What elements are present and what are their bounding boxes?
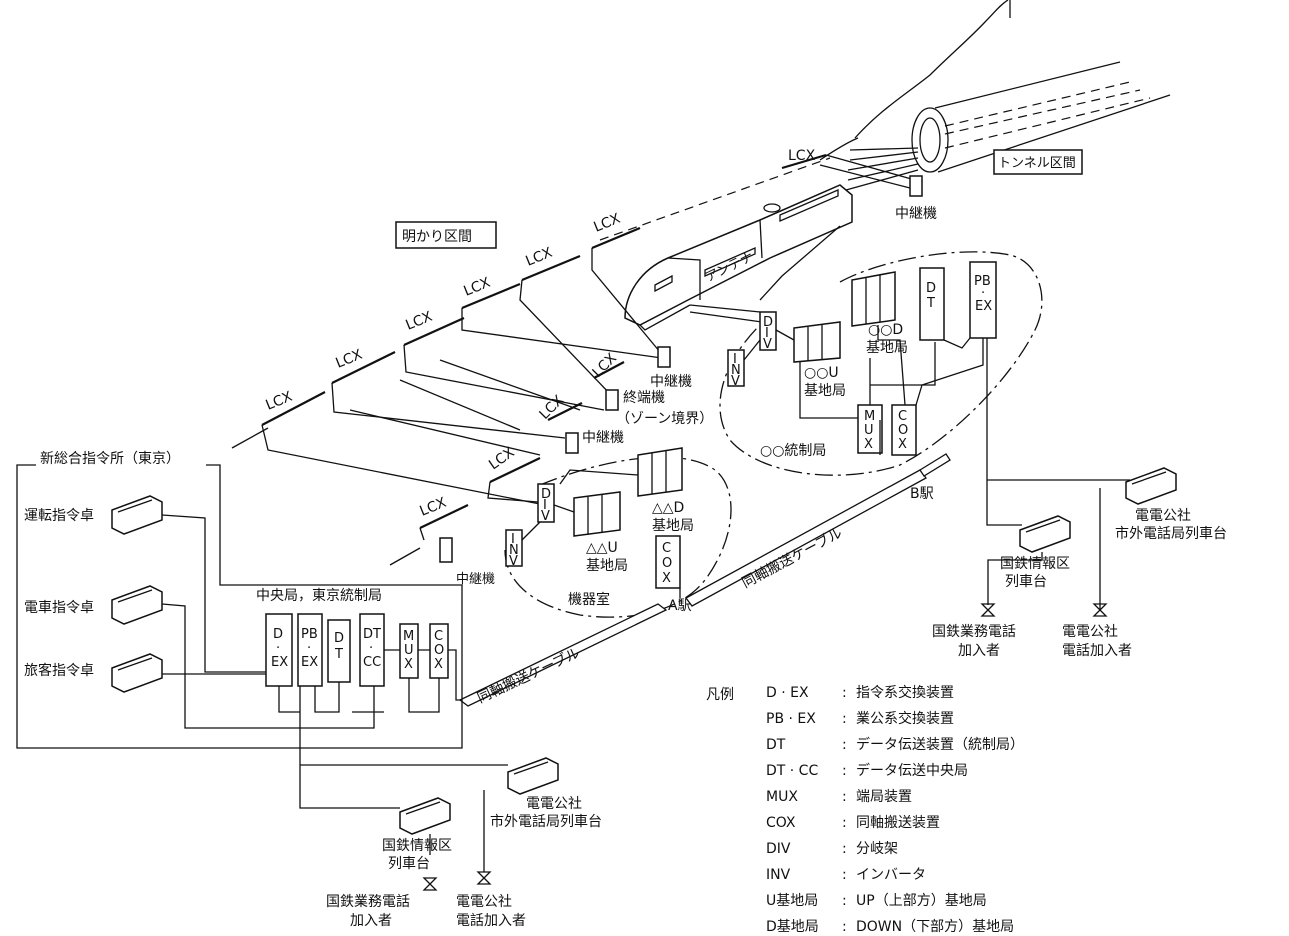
svg-text:X: X [434, 657, 443, 672]
svg-text:EX: EX [975, 299, 992, 314]
central-office-label: 中央局，東京統制局 [256, 588, 382, 604]
svg-text:CC: CC [363, 655, 381, 670]
open-section-label: 明かり区間 [402, 229, 472, 245]
svg-text:M: M [864, 409, 875, 424]
svg-text:LCX: LCX [592, 211, 624, 236]
repeater-label-1: 中継機 [650, 374, 692, 390]
jnr-sub-label-1: 国鉄業務電話 [326, 893, 410, 910]
station-b-label: B駅 [910, 486, 934, 502]
legend-item: D基地局:DOWN（下部方）基地局 [766, 916, 1014, 936]
ntt-board-label-b-1: 電電公社 [1135, 508, 1191, 524]
jnr-sub-label-2: 加入者 [350, 913, 392, 929]
jnr-board-label-b-2: 列車台 [1005, 573, 1047, 590]
legend-item: PB · EX:業公系交換装置 [766, 708, 954, 728]
base-aau-label: △△U [586, 540, 618, 556]
svg-text:M: M [403, 629, 414, 644]
jnr-sub-label-b-2: 加入者 [958, 643, 1000, 659]
ntt-sub-label-b-2: 電話加入者 [1062, 642, 1132, 659]
legend-item: MUX:端局装置 [766, 786, 912, 806]
base-aad-label: △△D [652, 500, 684, 516]
svg-text:·: · [276, 641, 280, 656]
svg-text:U: U [864, 423, 874, 438]
jnr-board-label-1: 国鉄情報区 [382, 838, 452, 854]
svg-text:LCX: LCX [404, 309, 436, 334]
legend-item: D · EX:指令系交換装置 [766, 682, 954, 702]
svg-text:V: V [763, 337, 772, 352]
svg-text:X: X [662, 571, 671, 586]
jnr-sub-label-b-1: 国鉄業務電話 [932, 623, 1016, 640]
base-oou-label: ○○U [804, 365, 839, 381]
svg-text:PB: PB [301, 627, 318, 642]
svg-text:X: X [404, 657, 413, 672]
svg-text:·: · [307, 641, 311, 656]
ntt-board-label-b-2: 市外電話局列車台 [1115, 525, 1227, 542]
svg-text:C: C [898, 409, 907, 424]
svg-text:D: D [334, 631, 344, 646]
base-aad-station: 基地局 [652, 517, 694, 534]
svg-text:O: O [662, 556, 672, 571]
coax-cable-label-2: 同軸搬送ケーブル [739, 524, 845, 591]
terminal-label: 終端機 [623, 390, 665, 406]
repeater-label-2: 中継機 [582, 430, 624, 446]
svg-text:T: T [926, 296, 935, 311]
control-station-b-label: ○○統制局 [760, 443, 826, 459]
base-oou-station: 基地局 [804, 382, 846, 399]
legend-item: INV:インバータ [766, 864, 926, 884]
ntt-board-label-1: 電電公社 [526, 796, 582, 812]
command-center-title: 新総合指令所（東京） [40, 451, 180, 467]
tunnel-section-label: トンネル区間 [998, 156, 1076, 171]
train-desk-label: 電車指令卓 [24, 599, 94, 616]
svg-text:V: V [541, 509, 550, 524]
svg-text:U: U [404, 643, 414, 658]
svg-text:T: T [334, 647, 343, 662]
base-aau-station: 基地局 [586, 557, 628, 574]
svg-text:EX: EX [301, 655, 318, 670]
repeater-label-tunnel: 中継機 [895, 206, 937, 222]
svg-text:D: D [273, 627, 283, 642]
coax-cable-label-1: 同軸搬送ケーブル [475, 644, 583, 706]
legend-item: DT:データ伝送装置（統制局） [766, 734, 1024, 754]
svg-text:LCX: LCX [788, 148, 816, 164]
svg-text:X: X [864, 437, 873, 452]
svg-text:V: V [731, 374, 740, 389]
ntt-sub-label-2: 電話加入者 [456, 912, 526, 929]
base-ood-label: ○○D [868, 322, 903, 338]
svg-text:C: C [662, 541, 671, 556]
svg-text:LCX: LCX [590, 350, 621, 381]
svg-text:V: V [509, 554, 518, 569]
svg-text:O: O [898, 423, 908, 438]
ntt-sub-label-b-1: 電電公社 [1062, 624, 1118, 640]
svg-text:EX: EX [271, 655, 288, 670]
jnr-board-label-b-1: 国鉄情報区 [1000, 556, 1070, 572]
ntt-sub-label-1: 電電公社 [456, 894, 512, 910]
equipment-room-label: 機器室 [568, 591, 610, 608]
svg-text:LCX: LCX [524, 245, 556, 270]
svg-text:D: D [926, 281, 936, 296]
svg-text:O: O [434, 643, 444, 658]
legend-item: DIV:分岐架 [766, 838, 898, 858]
legend-title: 凡例 [706, 684, 734, 704]
svg-text:C: C [434, 629, 443, 644]
operation-desk-label: 運転指令卓 [24, 508, 94, 524]
legend-item: COX:同軸搬送装置 [766, 812, 940, 832]
svg-text:X: X [898, 437, 907, 452]
passenger-desk-label: 旅客指令卓 [24, 662, 94, 679]
legend-item: DT · CC:データ伝送中央局 [766, 760, 968, 780]
jnr-board-label-2: 列車台 [388, 855, 430, 872]
zone-boundary-label: （ゾーン境界） [616, 411, 713, 427]
svg-text:·: · [369, 641, 373, 656]
lcx-labels: LCX LCX LCX LCX LCX LCX LCX LCX LCX LCX … [264, 148, 816, 520]
svg-text:DT: DT [363, 627, 381, 642]
base-ood-station: 基地局 [866, 339, 908, 356]
tunnel-rays [846, 148, 918, 190]
ntt-board-label-2: 市外電話局列車台 [490, 813, 602, 830]
legend-item: U基地局:UP（上部方）基地局 [766, 890, 987, 910]
